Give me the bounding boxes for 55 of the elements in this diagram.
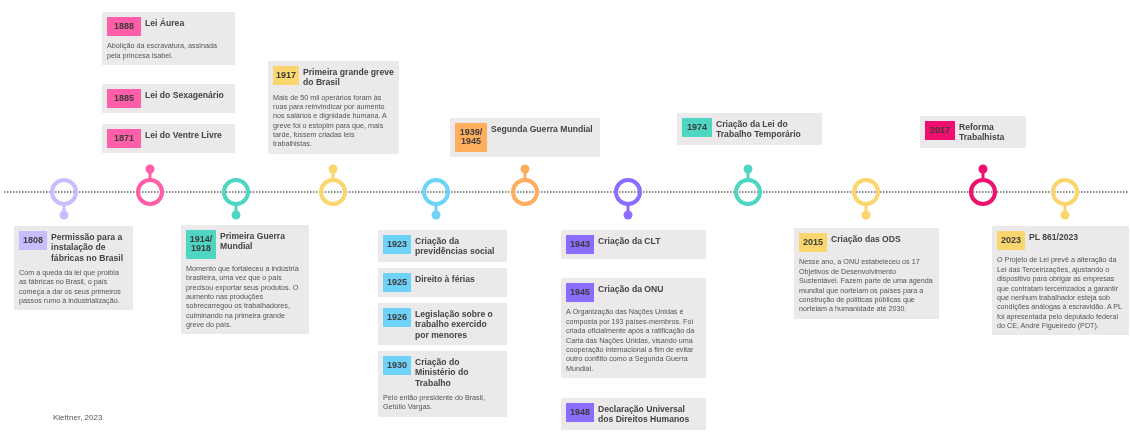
event-card <box>14 226 133 311</box>
year-tag: 1808 <box>19 231 47 251</box>
event-title: Primeira grande greve do Brasil <box>303 66 394 88</box>
year-tag: 1926 <box>383 308 411 328</box>
event-card <box>794 228 939 319</box>
event-title: Lei do Sexagenário <box>145 89 224 101</box>
event-card <box>450 118 600 157</box>
event-title: Criação das ODS <box>831 233 901 245</box>
event-card <box>561 398 706 430</box>
event-card <box>181 225 309 335</box>
event-title: Lei Áurea <box>145 17 185 29</box>
year-tag: 1974 <box>682 118 712 138</box>
event-card <box>561 278 706 378</box>
event-title: Lei do Ventre Livre <box>145 129 222 141</box>
event-card <box>378 268 507 298</box>
event-title: Criação da CLT <box>598 235 661 247</box>
event-title: Criação da Lei do Trabalho Temporário <box>716 118 802 140</box>
year-tag: 2023 <box>997 231 1025 251</box>
event-card <box>268 61 399 154</box>
event-title: Direito à férias <box>415 273 475 285</box>
source-note: Klettner, 2023 <box>53 413 103 422</box>
year-tag: 1945 <box>566 283 594 303</box>
year-tag: 1930 <box>383 356 411 376</box>
year-tag: 1939/ 1945 <box>455 123 487 152</box>
event-card <box>378 303 507 345</box>
event-card <box>677 113 822 145</box>
event-title: Segunda Guerra Mundial <box>491 123 593 135</box>
year-tag: 1948 <box>566 403 594 423</box>
year-tag: 2015 <box>799 233 827 253</box>
year-tag: 1914/ 1918 <box>186 230 216 259</box>
event-title: Declaração Universal dos Direitos Humanos <box>598 403 691 425</box>
year-tag: 1925 <box>383 273 411 293</box>
year-tag: 1923 <box>383 235 411 255</box>
event-card <box>992 226 1129 336</box>
year-tag: 1888 <box>107 17 141 37</box>
event-title: Criação da previdências social <box>415 235 496 257</box>
event-title: Primeira Guerra Mundial <box>220 230 286 252</box>
event-card <box>102 124 235 154</box>
year-tag: 1943 <box>566 235 594 255</box>
event-title: Criação da ONU <box>598 283 664 295</box>
event-title: Reforma Trabalhista <box>959 121 1006 143</box>
event-card <box>102 84 235 114</box>
year-tag: 2017 <box>925 121 955 141</box>
event-title: Permissão para a instalação de fábricas no Brasil <box>51 231 125 263</box>
event-card <box>561 230 706 260</box>
event-card <box>378 230 507 262</box>
event-title: PL 861/2023 <box>1029 231 1079 243</box>
event-title: Legislação sobre o trabalho exercido por menores <box>415 308 494 340</box>
event-card <box>378 351 507 417</box>
year-tag: 1871 <box>107 129 141 149</box>
event-title: Criação do Ministério do Trabalho <box>415 356 470 388</box>
year-tag: 1885 <box>107 89 141 109</box>
event-card <box>102 12 235 66</box>
year-tag: 1917 <box>273 66 299 86</box>
event-card <box>920 116 1026 148</box>
